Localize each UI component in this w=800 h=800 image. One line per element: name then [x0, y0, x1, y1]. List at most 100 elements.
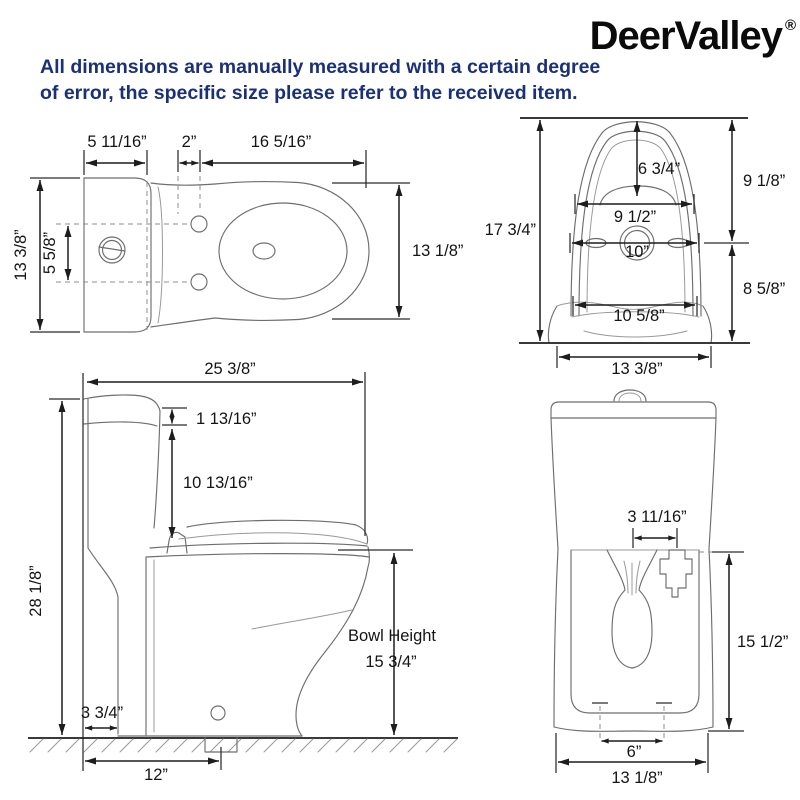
dim-label-bowl-height-title: Bowl Height: [348, 627, 436, 645]
wall-ticks: [569, 194, 700, 316]
dim-label-mid-width: 9 1/2”: [614, 208, 656, 226]
top-view-outline: [83, 177, 370, 333]
dim-label-bowl-width: 13 1/8”: [412, 242, 463, 260]
dim-label-base-setback: 3 3/4”: [81, 704, 123, 722]
dim-label-outlet-width: 10”: [625, 243, 649, 261]
dim-label-hinge-offset: 2”: [182, 133, 197, 151]
dim-label-base-width: 13 3/8”: [611, 360, 662, 378]
tank-body-joint: [157, 186, 163, 324]
tank-back-and-body-rear: [87, 398, 119, 735]
rear-bowl-view: 17 3/4” 6 3/4” 9 1/2” 10” 9 1/8” 8 5/8” …: [485, 117, 786, 378]
seat-hinge-hole-top: [190, 215, 208, 233]
top-view-labels: 5 11/16” 2” 16 5/16” 13 3/8” 5 5/8” 13 1…: [12, 133, 463, 281]
disclaimer-line-1: All dimensions are manually measured wit…: [40, 56, 600, 78]
seat-bottom: [178, 532, 368, 545]
height-reference-lines: [708, 551, 744, 732]
tank-outline: [83, 177, 152, 333]
extension-lines-left: [30, 177, 80, 333]
body-bottom-wave: [553, 726, 714, 732]
trapway-right: [631, 549, 658, 669]
button-center-dashes: [56, 223, 191, 283]
rear-bowl-labels: 17 3/4” 6 3/4” 9 1/2” 10” 9 1/8” 8 5/8” …: [485, 160, 786, 378]
foot-inner-wave-1: [571, 311, 700, 318]
tank-lid-seam: [83, 421, 158, 427]
bowl-crease: [251, 609, 353, 630]
tank-lid-outline: [550, 401, 717, 419]
foot-inner-wave-2: [583, 330, 688, 338]
rim-top: [149, 542, 368, 549]
dim-label-overall-depth: 25 3/8”: [204, 360, 255, 378]
side-view: 25 3/8” 1 13/16” 10 13/16” 28 1/8” Bowl …: [27, 360, 458, 784]
registered-trademark-icon: ®: [785, 17, 796, 34]
bowl-front-face: [295, 546, 371, 737]
dim-label-upper-height: 9 1/8”: [743, 172, 785, 190]
dim-label-lower-height: 8 5/8”: [743, 280, 785, 298]
flush-button-dome: [613, 389, 647, 402]
tank-side-left: [550, 417, 559, 550]
tank-front: [153, 410, 161, 529]
base-extension-lines: [555, 733, 709, 773]
dim-label-button-span: 5 5/8”: [41, 232, 59, 274]
rim-bottom: [145, 553, 370, 558]
flush-button-outer: [98, 236, 126, 264]
disclaimer-line-2: of error, the specific size please refer…: [40, 82, 578, 104]
neck-bottom-edge: [150, 317, 216, 328]
floor-hatching: [29, 738, 458, 753]
dim-label-bolt-spacing: 6”: [627, 743, 642, 761]
bowl-outline: [214, 181, 370, 321]
seat-hinge-hole-bottom: [190, 273, 208, 291]
supply-valve: [659, 549, 693, 598]
dim-label-tank-width: 13 3/8”: [12, 229, 30, 280]
back-view-labels: 3 11/16” 15 1/2” 6” 13 1/8”: [611, 508, 788, 787]
dim-label-rough-in: 12”: [144, 766, 168, 784]
top-view-dimensions: [30, 150, 410, 333]
base-extension-lines: [556, 346, 712, 368]
trap-hump-arc: [599, 185, 677, 206]
extension-lines-top: [83, 150, 367, 188]
back-recess: [570, 549, 700, 714]
foot-sides: [547, 305, 713, 344]
top-view: 5 11/16” 2” 16 5/16” 13 3/8” 5 5/8” 13 1…: [12, 133, 463, 333]
dim-label-top-to-trap: 6 3/4”: [638, 160, 680, 178]
side-view-dimensions: [49, 372, 413, 770]
trapway-creases: [623, 560, 641, 596]
side-view-labels: 25 3/8” 1 13/16” 10 13/16” 28 1/8” Bowl …: [27, 360, 436, 784]
bolt-cap: [210, 705, 226, 721]
neck-top-edge: [150, 182, 216, 186]
tank-side-right: [708, 417, 717, 550]
supply-extension-lines: [632, 528, 678, 548]
dim-label-overall-height: 28 1/8”: [27, 565, 45, 616]
dim-label-lower-width: 10 5/8”: [613, 307, 664, 325]
projection-dashes: [146, 176, 201, 330]
flush-button-split: [98, 246, 126, 252]
header: DeerValley ® All dimensions are manually…: [40, 14, 796, 104]
brand-logo: DeerValley: [590, 14, 784, 58]
dim-label-tank-depth: 5 11/16”: [87, 133, 146, 151]
dim-label-supply-offset: 3 11/16”: [627, 508, 686, 526]
bowl-opening: [218, 202, 348, 300]
lid-extension-lines: [162, 407, 187, 426]
flush-button-dome-inner: [618, 392, 642, 402]
back-view: 3 11/16” 15 1/2” 6” 13 1/8”: [550, 389, 788, 787]
dim-label-overall-height: 17 3/4”: [485, 221, 536, 239]
dim-label-tank-height: 10 13/16”: [183, 474, 253, 492]
tank-top: [83, 394, 161, 412]
drain-spot: [252, 242, 276, 260]
body-side-right: [708, 548, 714, 728]
extension-lines-right: [332, 182, 410, 320]
side-view-outline: [28, 373, 458, 771]
back-view-dimensions: [555, 528, 744, 773]
dim-label-base-width: 13 1/8”: [611, 769, 662, 787]
seat-top: [186, 519, 369, 545]
dim-label-back-height: 15 1/2”: [737, 633, 788, 651]
rear-bowl-dimensions: [519, 117, 750, 368]
body-side-left: [553, 548, 559, 728]
seat-hinge-wedge: [166, 531, 188, 554]
dim-label-bowl-length: 16 5/16”: [251, 133, 312, 151]
trapway-left: [606, 549, 633, 669]
dim-label-bowl-height-value: 15 3/4”: [365, 653, 416, 671]
back-view-outline: [550, 389, 717, 738]
bolt-center-dashes: [599, 706, 665, 738]
